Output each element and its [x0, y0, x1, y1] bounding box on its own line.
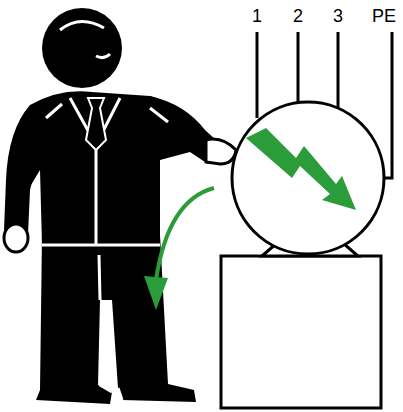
lightning-bolt	[246, 128, 356, 210]
wire-label: 3	[333, 6, 343, 26]
man-figure	[4, 8, 236, 404]
current-arrow	[156, 188, 214, 280]
wire-label: 2	[293, 6, 303, 26]
pedestal	[221, 256, 381, 408]
current-arrowhead	[144, 276, 168, 310]
motor-housing	[232, 102, 384, 254]
wire-label: PE	[372, 6, 396, 26]
wire-label: 1	[252, 6, 262, 26]
